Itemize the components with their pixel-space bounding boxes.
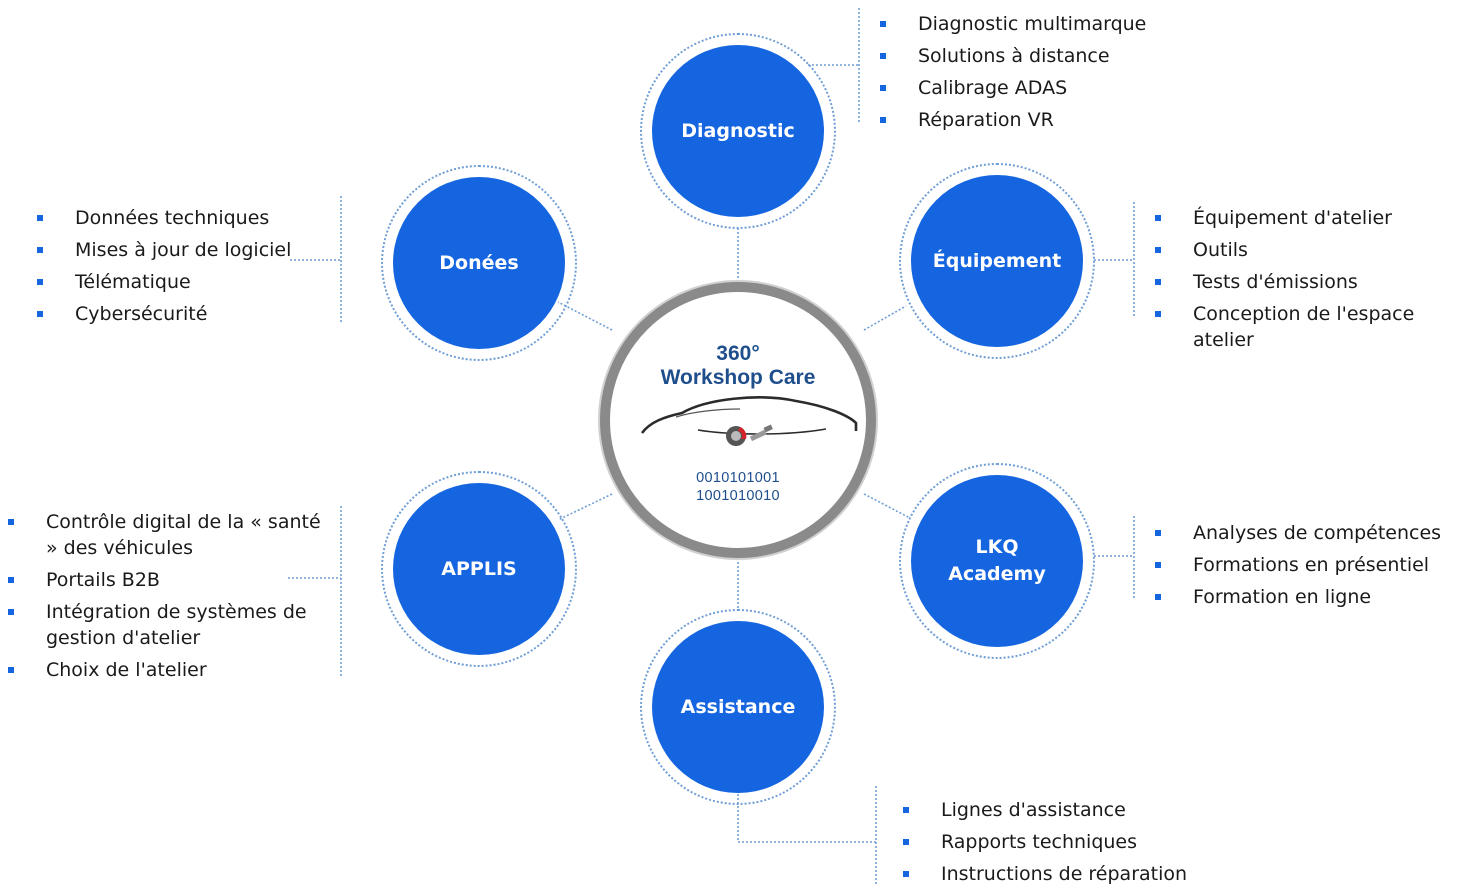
list-item: Calibrage ADAS <box>880 75 1220 101</box>
list-assistance: Lignes d'assistance Rapports techniques … <box>903 797 1243 893</box>
node-assistance: Assistance <box>640 609 836 805</box>
hub-binary-line2: 1001010010 <box>696 488 780 504</box>
car-illustration-icon <box>640 396 858 446</box>
node-diagnostic-label: Diagnostic <box>681 119 795 142</box>
node-academy-label-line1: LKQ <box>975 536 1019 558</box>
list-item: Télématique <box>37 269 337 295</box>
list-item: Intégration de systèmes de gestion d'ate… <box>8 599 328 651</box>
node-diagnostic: Diagnostic <box>640 33 836 229</box>
node-assistance-label: Assistance <box>680 695 796 718</box>
list-diagnostic: Diagnostic multimarque Solutions à dista… <box>880 11 1220 139</box>
node-academy-label: LKQ Academy <box>948 534 1045 588</box>
list-donees: Données techniques Mises à jour de logic… <box>37 205 337 333</box>
list-item: Tests d'émissions <box>1155 269 1465 295</box>
list-item: Formations en présentiel <box>1155 552 1467 578</box>
list-item: Rapports techniques <box>903 829 1243 855</box>
hub-title-line1: 360° <box>716 342 760 365</box>
brake-disc-icon <box>726 426 747 446</box>
hub-title-line2: Workshop Care <box>660 366 816 389</box>
list-item: Contrôle digital de la « santé » des véh… <box>8 509 328 561</box>
node-equipement-label: Équipement <box>932 249 1062 272</box>
list-item: Formation en ligne <box>1155 584 1467 610</box>
node-donees: Donées <box>381 165 577 361</box>
list-applis: Contrôle digital de la « santé » des véh… <box>8 509 328 689</box>
list-academy: Analyses de compétences Formations en pr… <box>1155 520 1467 616</box>
list-item: Analyses de compétences <box>1155 520 1467 546</box>
list-item: Portails B2B <box>8 567 328 593</box>
hub-circle: 360° Workshop Care 0010101001 1001010010 <box>600 282 876 558</box>
list-item: Données techniques <box>37 205 337 231</box>
list-item: Diagnostic multimarque <box>880 11 1220 37</box>
list-item: Cybersécurité <box>37 301 337 327</box>
list-item: Outils <box>1155 237 1465 263</box>
list-item: Équipement d'atelier <box>1155 205 1465 231</box>
node-applis: APPLIS <box>381 471 577 667</box>
node-donees-label: Donées <box>439 251 519 274</box>
node-equipement: Équipement <box>899 163 1095 359</box>
node-applis-label: APPLIS <box>441 557 517 580</box>
node-academy: LKQ Academy <box>899 463 1095 659</box>
node-academy-label-line2: Academy <box>948 563 1046 585</box>
hub-binary-line1: 0010101001 <box>696 470 780 486</box>
list-item: Réparation VR <box>880 107 1220 133</box>
list-item: Solutions à distance <box>880 43 1220 69</box>
list-equipement: Équipement d'atelier Outils Tests d'émis… <box>1155 205 1465 359</box>
list-item: Instructions de réparation <box>903 861 1243 887</box>
list-item: Mises à jour de logiciel <box>37 237 337 263</box>
list-item: Choix de l'atelier <box>8 657 328 683</box>
list-item: Conception de l'espace atelier <box>1155 301 1465 353</box>
spark-plug-icon <box>749 424 773 442</box>
list-item: Lignes d'assistance <box>903 797 1243 823</box>
